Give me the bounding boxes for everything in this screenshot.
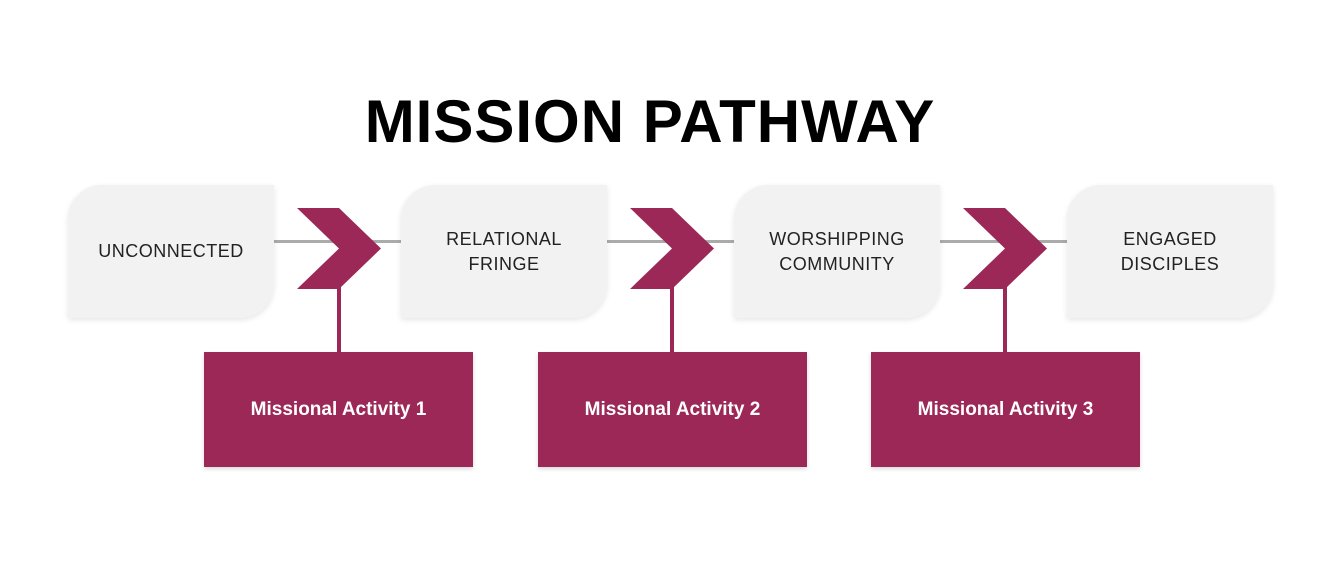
activity-label: Missional Activity 1 bbox=[250, 398, 427, 420]
stage-unconnected: UNCONNECTED bbox=[68, 185, 274, 318]
stage-label: UNCONNECTED bbox=[98, 241, 244, 261]
stage-worshipping-community: WORSHIPPING COMMUNITY bbox=[734, 185, 940, 318]
stage-engaged-disciples: ENGAGED DISCIPLES bbox=[1067, 185, 1273, 318]
chevron-right-icon bbox=[297, 208, 381, 289]
missional-activity-3: Missional Activity 3 bbox=[871, 352, 1140, 467]
chevron-right-icon bbox=[630, 208, 714, 289]
missional-activity-2: Missional Activity 2 bbox=[538, 352, 807, 467]
stage-label: RELATIONAL FRINGE bbox=[446, 228, 562, 274]
activity-connector bbox=[337, 286, 341, 352]
diagram-title: MISSION PATHWAY bbox=[364, 88, 936, 155]
stage-label: WORSHIPPING COMMUNITY bbox=[769, 228, 905, 274]
stage-label: ENGAGED DISCIPLES bbox=[1120, 228, 1220, 274]
missional-activity-1: Missional Activity 1 bbox=[204, 352, 473, 467]
chevron-right-icon bbox=[963, 208, 1047, 289]
activity-label: Missional Activity 2 bbox=[584, 398, 761, 420]
activity-label: Missional Activity 3 bbox=[917, 398, 1094, 420]
activity-connector bbox=[670, 286, 674, 352]
activity-connector bbox=[1003, 286, 1007, 352]
stage-relational-fringe: RELATIONAL FRINGE bbox=[401, 185, 607, 318]
